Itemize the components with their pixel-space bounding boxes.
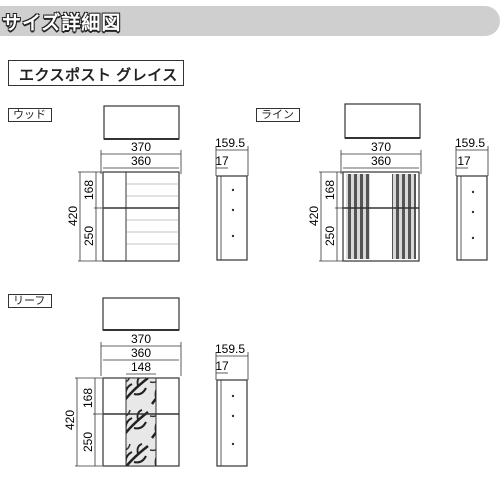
leaf-depth-17: 17 bbox=[215, 359, 229, 373]
line-height-168: 168 bbox=[323, 180, 337, 200]
line-depth-17: 17 bbox=[457, 154, 471, 168]
wood-height-168: 168 bbox=[82, 180, 96, 200]
leaf-front-view bbox=[102, 377, 180, 467]
wood-front-view bbox=[102, 171, 180, 262]
leaf-height-420: 420 bbox=[63, 410, 77, 430]
leaf-depth-159-5: 159.5 bbox=[215, 342, 245, 356]
line-height-250: 250 bbox=[323, 226, 337, 246]
wood-top-view bbox=[103, 105, 180, 140]
header-bar: サイズ詳細図 bbox=[0, 6, 500, 36]
line-front-view bbox=[342, 171, 420, 262]
line-side-view: 159.5 17 bbox=[455, 136, 489, 261]
page-title: サイズ詳細図 bbox=[2, 13, 122, 34]
product-name: エクスポスト グレイス bbox=[19, 67, 178, 84]
leaf-width-148: 148 bbox=[131, 360, 151, 374]
wood-width-360: 360 bbox=[131, 154, 151, 168]
leaf-width-370: 370 bbox=[131, 332, 151, 346]
leaf-width-360: 360 bbox=[131, 346, 151, 360]
variant-label-wood: ウッド bbox=[8, 108, 52, 122]
product-name-box: エクスポスト グレイス bbox=[8, 60, 184, 86]
variant-label-line: ライン bbox=[256, 108, 300, 122]
variant-label-leaf: リーフ bbox=[8, 294, 52, 308]
line-top-view bbox=[344, 103, 421, 139]
leaf-height-250: 250 bbox=[81, 432, 95, 452]
line-width-360: 360 bbox=[371, 154, 391, 168]
line-width-370: 370 bbox=[371, 140, 391, 154]
leaf-height-168: 168 bbox=[81, 388, 95, 408]
wood-height-420: 420 bbox=[66, 206, 80, 226]
wood-width-370: 370 bbox=[131, 140, 151, 154]
line-depth-159-5: 159.5 bbox=[455, 136, 485, 150]
line-front-dimensions: 370 360 420 168 250 bbox=[307, 140, 422, 262]
wood-height-250: 250 bbox=[82, 226, 96, 246]
wood-side-view: 159.5 17 bbox=[215, 136, 249, 261]
wood-depth-159-5: 159.5 bbox=[215, 136, 245, 150]
wood-front-dimensions: 370 360 420 168 250 bbox=[66, 140, 182, 262]
leaf-top-view bbox=[102, 297, 180, 331]
leaf-front-dimensions: 370 360 148 420 168 250 bbox=[63, 332, 182, 467]
wood-depth-17: 17 bbox=[215, 154, 229, 168]
line-height-420: 420 bbox=[307, 206, 321, 226]
leaf-side-view: 159.5 17 bbox=[215, 342, 249, 467]
